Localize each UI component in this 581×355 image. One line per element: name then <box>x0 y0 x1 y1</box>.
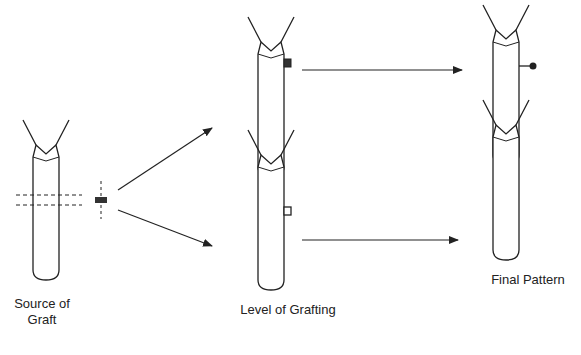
panel-label: Source of Graft <box>4 296 80 328</box>
graft-piece <box>95 197 107 203</box>
arrow <box>302 69 462 70</box>
graft-piece <box>284 59 291 67</box>
secondary-head <box>530 63 537 70</box>
cut-lines <box>16 195 82 205</box>
graft-piece <box>284 207 291 215</box>
panel-label: Level of Grafting <box>240 302 336 318</box>
arrow <box>118 210 212 246</box>
panel-label: Final Pattern <box>478 272 578 288</box>
hydra-final-absorbed <box>483 100 529 260</box>
hydra-source <box>23 120 69 280</box>
hydra-graft-high <box>248 17 294 177</box>
secondary-head <box>519 65 530 66</box>
arrow <box>118 128 212 190</box>
arrow <box>302 239 458 240</box>
hydra-graft-low <box>248 130 294 290</box>
